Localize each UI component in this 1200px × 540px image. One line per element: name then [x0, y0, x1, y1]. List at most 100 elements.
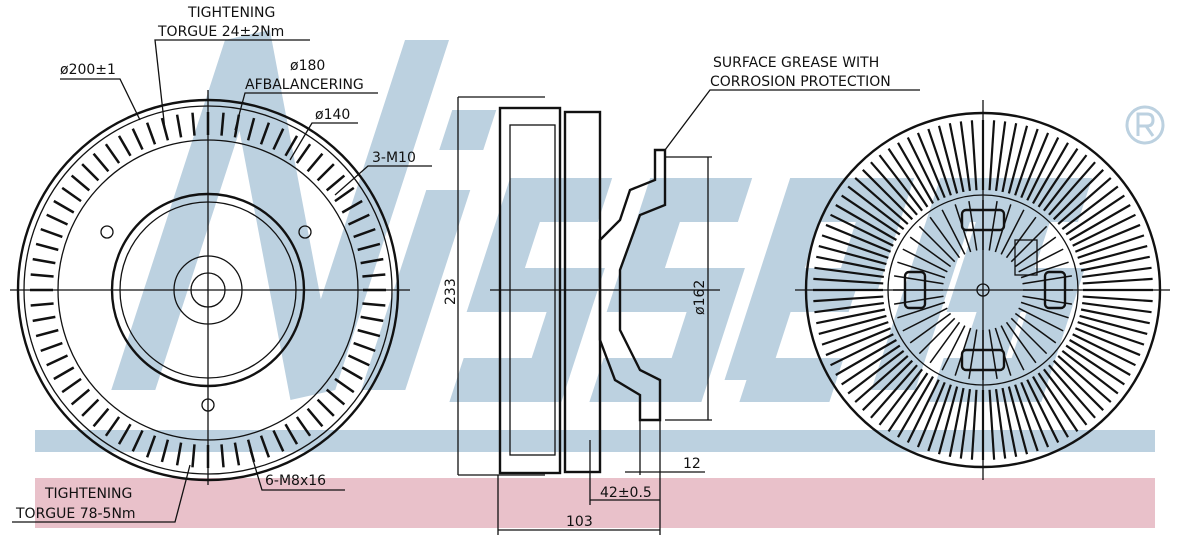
fin-rib — [1014, 236, 1057, 268]
fin-rib — [847, 185, 905, 230]
fin-rib — [1082, 277, 1153, 285]
fin-rib — [959, 389, 972, 459]
dia-180-label: ø180 — [290, 58, 325, 74]
fin-rib — [306, 152, 324, 173]
fin-rib — [341, 366, 363, 381]
fin-rib — [902, 307, 948, 332]
fin-rib — [929, 216, 961, 259]
torque-top-line2: TORGUE 24±2Nm — [157, 24, 284, 40]
fin-rib — [814, 266, 884, 279]
fin-rib — [1043, 154, 1088, 212]
fin-rib — [347, 213, 370, 226]
fin-rib — [878, 154, 923, 212]
fin-rib — [948, 387, 965, 457]
fin-rib — [862, 169, 914, 221]
fin-rib — [813, 277, 884, 285]
fin-rib — [284, 135, 299, 157]
fin-rib — [906, 137, 940, 201]
fin-rib — [325, 174, 346, 192]
fin-rib — [830, 333, 894, 367]
fin-rib — [160, 439, 170, 463]
fin-rib — [70, 174, 91, 192]
fin-rib — [1057, 177, 1112, 225]
fin-rib — [81, 163, 100, 182]
fin-rib — [1020, 381, 1050, 448]
fin-rib — [357, 242, 381, 252]
fin-rib — [35, 328, 59, 338]
fin-rib — [1061, 350, 1119, 395]
thread-3-m10-label: 3-M10 — [372, 150, 416, 166]
fin-rib — [220, 444, 225, 468]
fin-rib — [870, 364, 918, 419]
fin-rib — [1043, 368, 1088, 426]
fin-rib — [954, 204, 972, 253]
fin-rib — [878, 368, 923, 426]
fin-rib — [909, 236, 952, 268]
fin-rib — [988, 200, 998, 251]
fin-rib — [816, 255, 886, 272]
fin-rib — [347, 354, 370, 367]
fin-rib — [246, 117, 256, 141]
grease-line1: SURFACE GREASE WITH — [713, 55, 879, 71]
fin-rib — [1001, 387, 1018, 457]
fin-rib — [1032, 142, 1069, 204]
fin-rib — [1052, 169, 1104, 221]
fin-rib — [988, 389, 996, 460]
fin-rib — [841, 194, 901, 236]
fin-rib — [897, 301, 946, 319]
fin-rib — [1048, 364, 1096, 419]
fin-rib — [1018, 248, 1064, 273]
torque-top-line1: TIGHTENING — [187, 5, 275, 21]
fin-rib — [30, 273, 54, 278]
fin-rib — [325, 388, 346, 406]
balancing-label: AFBALANCERING — [245, 77, 364, 93]
fin-rib — [284, 423, 299, 445]
fin-rib — [334, 186, 355, 203]
fin-rib — [92, 152, 110, 173]
fin-rib — [929, 321, 961, 364]
fin-rib — [61, 186, 82, 203]
fin-rib — [1005, 321, 1037, 364]
fin-rib — [316, 163, 335, 182]
fin-rib — [104, 143, 121, 164]
fin-rib — [959, 121, 972, 191]
fin-rib — [835, 204, 897, 241]
fin-rib — [854, 355, 909, 403]
grease-line2: CORROSION PROTECTION — [710, 74, 891, 90]
fin-rib — [1022, 295, 1073, 305]
fin-rib — [1082, 266, 1152, 279]
fin-rib — [145, 435, 157, 458]
fin-rib — [1057, 355, 1112, 403]
fin-rib — [830, 213, 894, 247]
fin-rib — [1001, 123, 1018, 193]
fin-rib — [1079, 314, 1148, 336]
fin-rib — [927, 384, 952, 452]
fin-rib — [360, 257, 384, 265]
fin-rib — [191, 112, 196, 136]
fin-rib — [46, 354, 69, 367]
fin-rib — [1080, 255, 1150, 272]
fin-rib — [825, 327, 892, 357]
fin-rib — [954, 327, 972, 376]
fin-rib — [272, 429, 285, 452]
side-view-labels: SURFACE GREASE WITH CORROSION PROTECTION… — [443, 55, 891, 530]
pink-band — [35, 478, 1155, 528]
fin-rib — [1020, 301, 1069, 319]
fin-rib — [1074, 223, 1141, 253]
blue-band — [35, 430, 1155, 452]
fin-rib — [61, 377, 82, 394]
fin-rib — [1037, 148, 1079, 208]
fin-rib — [818, 244, 887, 266]
fin-rib — [295, 143, 312, 164]
fin-rib — [1007, 125, 1029, 194]
fin-rib — [131, 128, 144, 151]
torque-bottom-line1: TIGHTENING — [44, 486, 132, 502]
fin-rib — [1032, 376, 1069, 438]
fin-rib — [353, 227, 376, 239]
fin-rib — [862, 359, 914, 411]
fin-rib — [994, 327, 1012, 376]
fin-rib — [46, 213, 69, 226]
fin-rib — [175, 442, 183, 466]
fin-rib — [1020, 261, 1069, 279]
fin-rib — [893, 295, 944, 305]
